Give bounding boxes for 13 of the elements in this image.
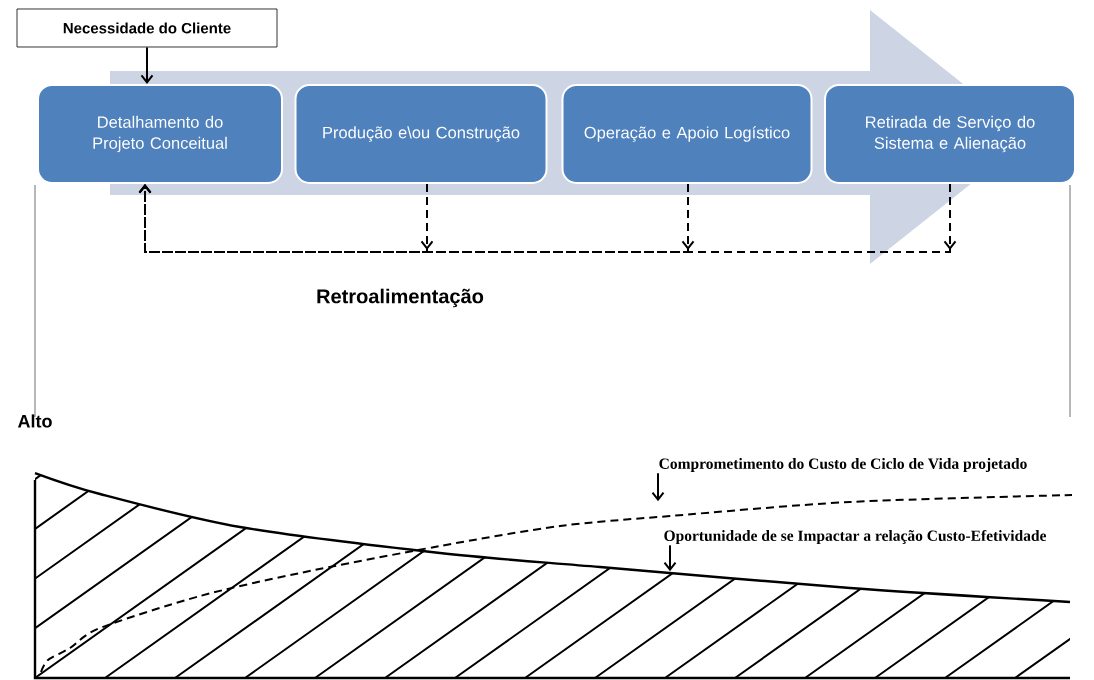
process-box: Operação e Apoio Logístico [561,84,813,184]
annotation-text: Oportunidade de se Impactar a relação Custo-Efetividade [664,529,1047,545]
leader-line [651,472,665,502]
process-box: Produção e\ou Construção [294,84,548,184]
axis-label: Alto [17,414,52,428]
process-box: Retirada de Serviço do Sistema e Alienação [824,84,1076,184]
caption-text: Retroalimentação [317,288,484,308]
annotation-text: Comprometimento do Custo de Ciclo de Vida projetado [659,457,1027,473]
process-box: Detalhamento do Projeto Conceitual [37,84,283,184]
label-box: Necessidade do Cliente [16,8,278,48]
arrow [140,46,154,84]
feedback-arrow [138,183,957,253]
leader-line [663,544,677,572]
